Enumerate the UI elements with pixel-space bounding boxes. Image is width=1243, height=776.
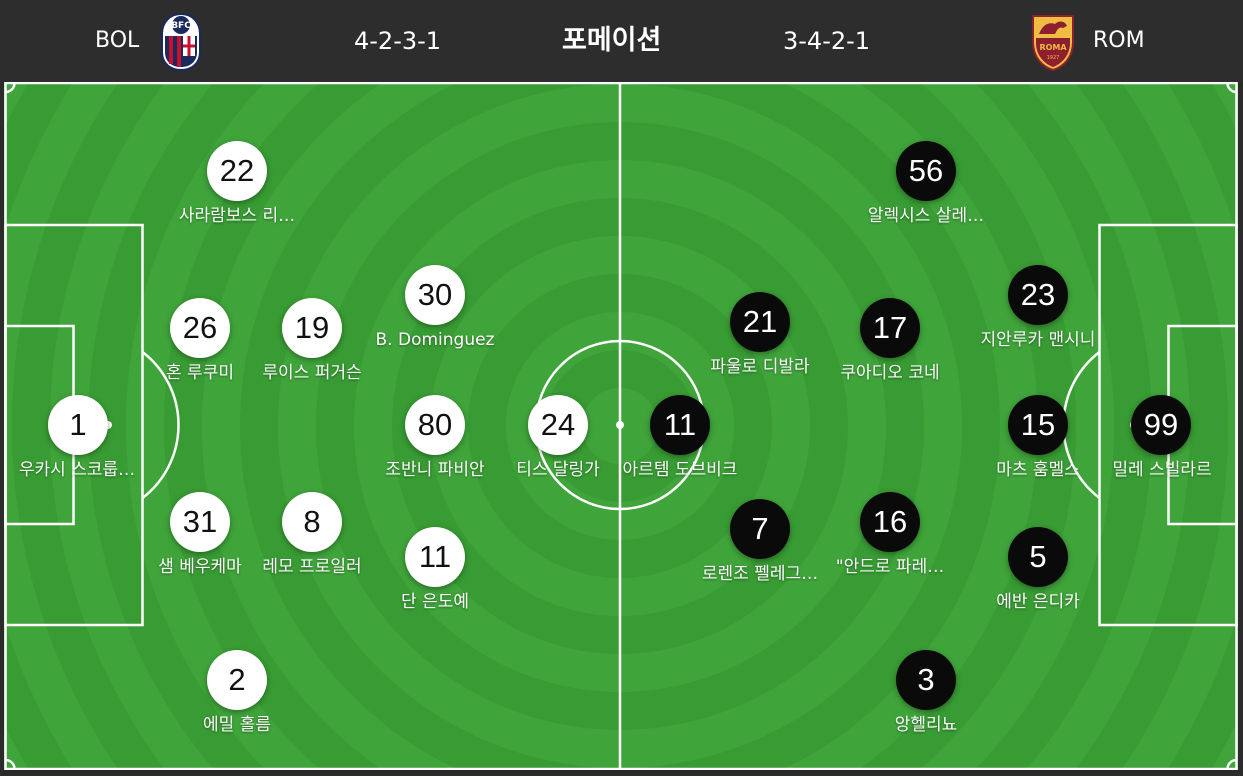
player-home-am-center[interactable]: 80 조반니 파비안 bbox=[355, 395, 515, 480]
bologna-crest-icon: BFC bbox=[161, 12, 201, 72]
player-name: 마츠 훔멜스 bbox=[996, 460, 1080, 480]
player-name: 사라람보스 리… bbox=[178, 206, 296, 226]
player-number: 17 bbox=[860, 298, 920, 358]
player-home-am-right[interactable]: 30 B. Dominguez bbox=[355, 265, 515, 350]
player-number: 80 bbox=[405, 395, 465, 455]
player-number: 8 bbox=[282, 492, 342, 552]
player-name: 지안루카 맨시니 bbox=[980, 330, 1096, 350]
player-number: 7 bbox=[730, 499, 790, 559]
player-away-st[interactable]: 11 아르템 도브비크 bbox=[600, 395, 760, 480]
player-number: 31 bbox=[170, 492, 230, 552]
player-name: "안드로 파레… bbox=[835, 557, 945, 577]
player-number: 15 bbox=[1008, 395, 1068, 455]
away-crest-text: ROMA bbox=[1039, 43, 1067, 52]
player-number: 99 bbox=[1131, 395, 1191, 455]
player-name: 에반 은디카 bbox=[996, 592, 1080, 612]
player-number: 22 bbox=[207, 141, 267, 201]
player-name: 앙헬리뇨 bbox=[894, 715, 958, 735]
player-number: 1 bbox=[48, 395, 108, 455]
player-number: 19 bbox=[282, 298, 342, 358]
player-home-gk[interactable]: 1 우카시 스코룹… bbox=[4, 395, 158, 480]
home-formation: 4-2-3-1 bbox=[354, 27, 442, 55]
player-number: 11 bbox=[405, 527, 465, 587]
player-name: B. Dominguez bbox=[375, 330, 495, 350]
player-away-rwb[interactable]: 3 앙헬리뇨 bbox=[846, 650, 1006, 735]
player-home-lb[interactable]: 2 에밀 홀름 bbox=[157, 650, 317, 735]
player-number: 21 bbox=[730, 292, 790, 352]
player-number: 56 bbox=[896, 141, 956, 201]
player-name: 단 은도예 bbox=[401, 592, 469, 612]
player-away-cb-left[interactable]: 23 지안루카 맨시니 bbox=[958, 265, 1118, 350]
player-away-cb-center[interactable]: 15 마츠 훔멜스 bbox=[958, 395, 1118, 480]
away-crest-year: 1927 bbox=[1047, 55, 1060, 61]
player-home-dm-right[interactable]: 19 루이스 퍼거슨 bbox=[232, 298, 392, 383]
player-name: 알렉시스 살레… bbox=[867, 206, 985, 226]
player-away-gk[interactable]: 99 밀레 스빌라르 bbox=[1081, 395, 1238, 480]
player-name: 우카시 스코룹… bbox=[18, 460, 136, 480]
player-name: 티스 달링가 bbox=[516, 460, 600, 480]
football-pitch: 1 우카시 스코룹… 22 사라람보스 리… 26 혼 루쿠미 31 샘 베우케… bbox=[4, 82, 1238, 772]
player-home-cb-right[interactable]: 26 혼 루쿠미 bbox=[120, 298, 280, 383]
roma-crest-icon: ROMA 1927 bbox=[1032, 15, 1074, 72]
player-number: 5 bbox=[1008, 527, 1068, 587]
player-home-cb-left[interactable]: 31 샘 베우케마 bbox=[120, 492, 280, 577]
player-away-cm-right[interactable]: 16 "안드로 파레… bbox=[810, 492, 970, 577]
player-name: 에밀 홀름 bbox=[203, 715, 271, 735]
away-team-code: ROM bbox=[1093, 28, 1145, 53]
player-home-rb[interactable]: 22 사라람보스 리… bbox=[157, 141, 317, 226]
player-number: 24 bbox=[528, 395, 588, 455]
home-crest-text: BFC bbox=[171, 21, 191, 31]
player-name: 로렌조 펠레그… bbox=[701, 564, 819, 584]
player-number: 23 bbox=[1008, 265, 1068, 325]
formation-header: BOL BFC 4-2-3-1 포메이션 3-4-2-1 ROMA 1927 R… bbox=[0, 0, 1243, 82]
player-name: 루이스 퍼거슨 bbox=[262, 363, 362, 383]
player-home-am-left[interactable]: 11 단 은도예 bbox=[355, 527, 515, 612]
player-away-am-right[interactable]: 7 로렌조 펠레그… bbox=[680, 499, 840, 584]
player-away-cm-left[interactable]: 17 쿠아디오 코네 bbox=[810, 298, 970, 383]
formation-title: 포메이션 bbox=[562, 25, 662, 56]
player-name: 아르템 도브비크 bbox=[622, 460, 738, 480]
player-number: 11 bbox=[650, 395, 710, 455]
player-number: 30 bbox=[405, 265, 465, 325]
player-number: 26 bbox=[170, 298, 230, 358]
player-home-st[interactable]: 24 티스 달링가 bbox=[478, 395, 638, 480]
player-number: 2 bbox=[207, 650, 267, 710]
player-away-lwb[interactable]: 56 알렉시스 살레… bbox=[846, 141, 1006, 226]
player-away-cb-right[interactable]: 5 에반 은디카 bbox=[958, 527, 1118, 612]
player-away-am-left[interactable]: 21 파울로 디발라 bbox=[680, 292, 840, 377]
player-number: 3 bbox=[896, 650, 956, 710]
home-team-code: BOL bbox=[95, 28, 140, 53]
player-name: 파울로 디발라 bbox=[710, 357, 810, 377]
player-home-dm-left[interactable]: 8 레모 프로일러 bbox=[232, 492, 392, 577]
player-number: 16 bbox=[860, 492, 920, 552]
away-formation: 3-4-2-1 bbox=[783, 27, 871, 55]
